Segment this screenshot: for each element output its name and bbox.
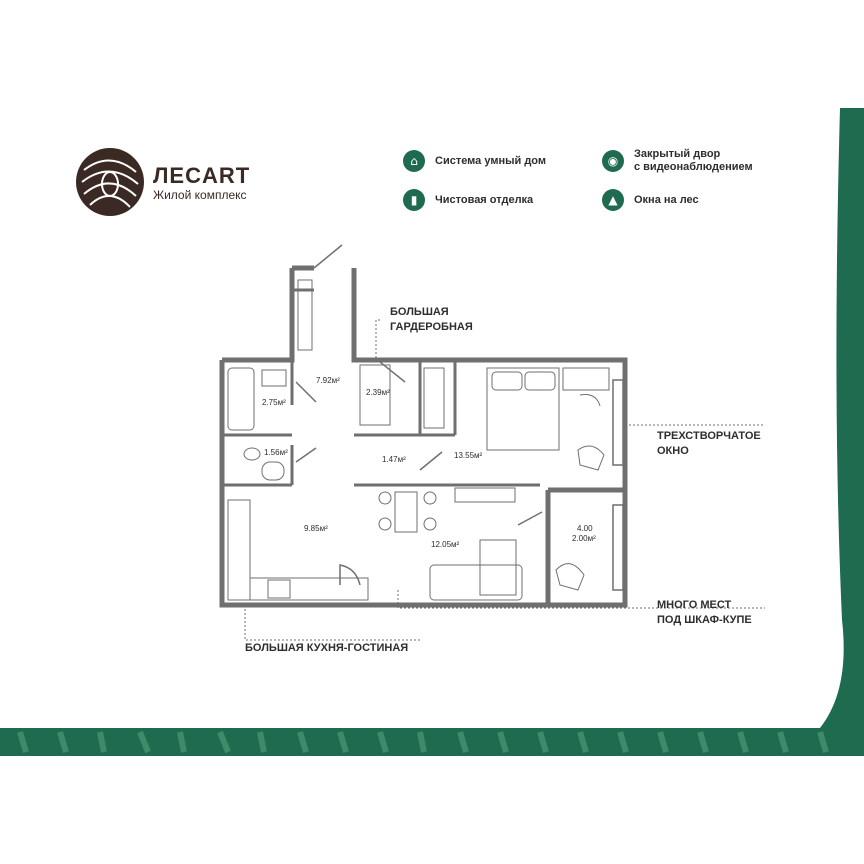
right-band-pattern [820, 108, 864, 728]
callout-wardrobe: БОЛЬШАЯ ГАРДЕРОБНАЯ [390, 306, 473, 333]
furniture [227, 279, 610, 601]
area-wc: 1.56м² [264, 448, 288, 457]
feature-label: Система умный дом [435, 154, 547, 167]
area-bedroom: 13.55м² [454, 451, 483, 460]
feature-closed-yard: ◉ Закрытый двор с видеонаблюдением [602, 148, 753, 174]
brand-title: ЛЕСART [153, 163, 251, 188]
area-wardrobe: 2.39м² [366, 388, 390, 397]
area-hall: 7.92м² [316, 376, 340, 385]
area-living: 12.05м² [431, 540, 460, 549]
logo-seal [76, 148, 144, 216]
callout-kitchen: БОЛЬШАЯ КУХНЯ-ГОСТИНАЯ [245, 642, 409, 654]
bottom-band-pattern [0, 728, 864, 756]
feature-finishing: ▮ Чистовая отделка [403, 189, 533, 211]
forest-window-icon: ▲ [602, 189, 624, 211]
inner-walls [222, 288, 540, 487]
callout-leaders [244, 319, 765, 641]
area-kitchen: 9.85м² [304, 524, 328, 533]
brand-subtitle: Жилой комплекс [153, 188, 247, 202]
feature-label: Чистовая отделка [435, 193, 534, 206]
cctv-yard-icon: ◉ [602, 150, 624, 172]
area-balcony-total: 4.00 [577, 524, 593, 533]
paint-roller-icon: ▮ [403, 189, 425, 211]
doors [295, 244, 543, 586]
feature-smart-home: ⌂ Система умный дом [403, 150, 546, 172]
callout-window: ТРЕХСТВОРЧАТОЕ ОКНО [657, 430, 761, 457]
page-frame [0, 108, 864, 756]
smart-home-icon: ⌂ [403, 150, 425, 172]
feature-label: Окна на лес [634, 193, 699, 206]
windows [612, 379, 624, 591]
area-corridor: 1.47м² [382, 455, 406, 464]
feature-label: Закрытый двор с видеонаблюдением [634, 148, 753, 173]
area-bath: 2.75м² [262, 398, 286, 407]
area-balcony: 2.00м² [572, 534, 596, 543]
feature-forest-windows: ▲ Окна на лес [602, 189, 699, 211]
callout-closets: МНОГО МЕСТ ПОД ШКАФ-КУПЕ [657, 599, 752, 626]
